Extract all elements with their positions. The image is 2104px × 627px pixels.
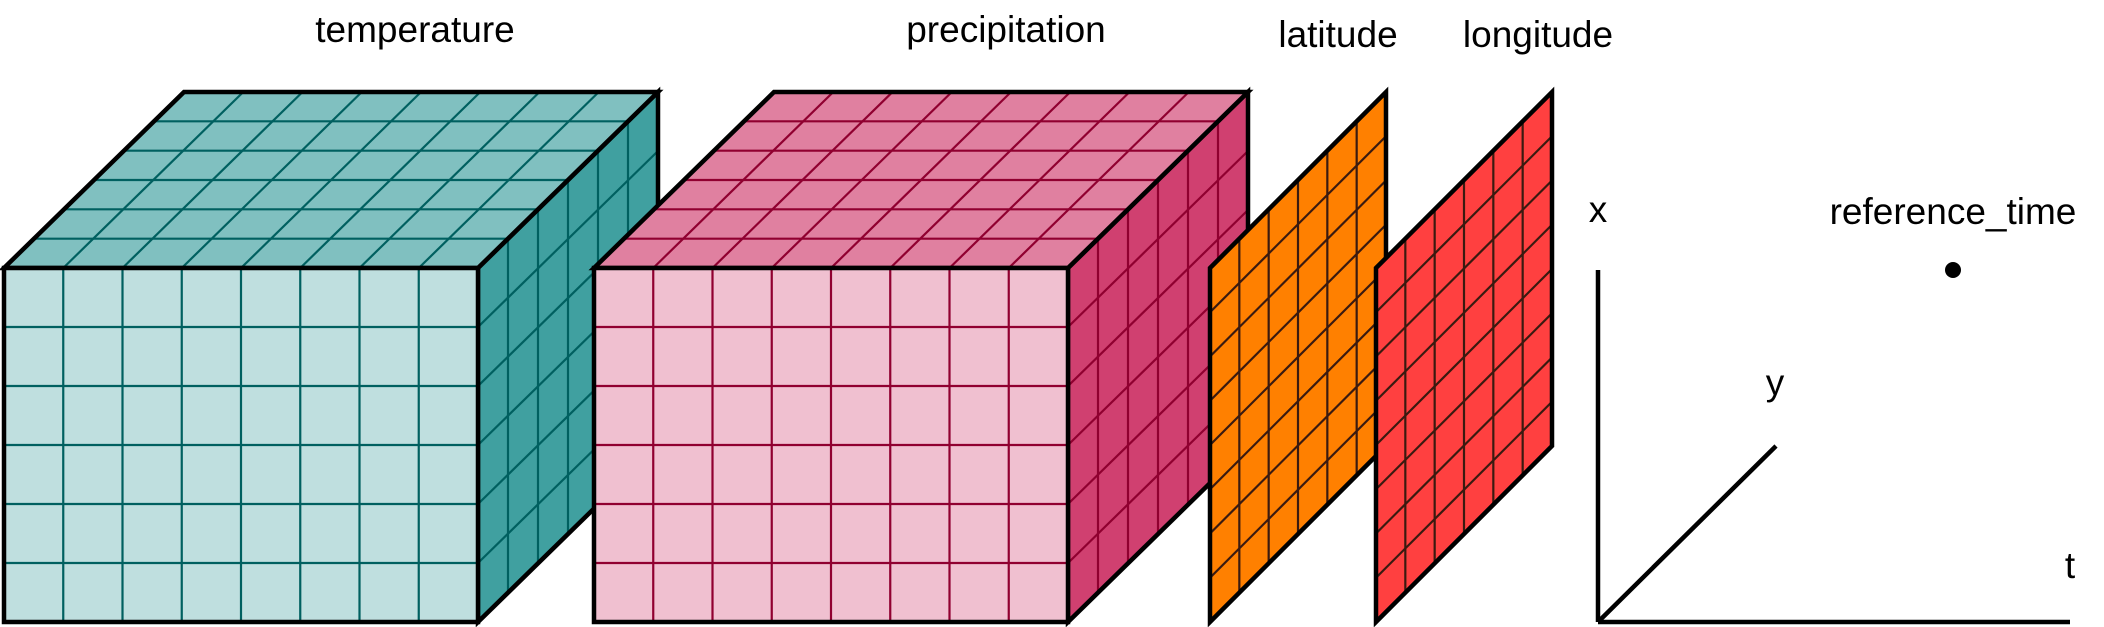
longitude-plane-grid-line <box>1375 356 1553 535</box>
longitude-plane <box>1373 86 1555 627</box>
y-axis-line <box>1596 444 1778 624</box>
latitude-plane-grid-line <box>1209 135 1387 314</box>
temperature-label: temperature <box>315 9 515 50</box>
precipitation-cube-side-face-grid-line <box>1067 150 1249 328</box>
longitude-plane-grid-line <box>1375 179 1553 358</box>
t-axis-label: t <box>2065 545 2076 586</box>
precipitation-cube-top-face <box>588 89 1254 271</box>
latitude-plane-grid-line <box>1209 400 1387 579</box>
diagram-shapes <box>0 86 1555 627</box>
y-axis-label: y <box>1766 362 1785 403</box>
longitude-plane-outline <box>1373 86 1555 627</box>
latitude-label: latitude <box>1278 14 1397 55</box>
temperature-cube-top-face <box>0 89 664 271</box>
longitude-plane-grid-line <box>1375 268 1553 446</box>
latitude-plane-grid-line <box>1209 356 1387 535</box>
latitude-plane-grid-line <box>1209 268 1387 446</box>
longitude-plane-grid-line <box>1375 312 1553 491</box>
temperature-cube-front-face <box>1 265 481 625</box>
longitude-plane-grid-line <box>1375 400 1553 579</box>
temperature-cube-side-face-grid-line <box>477 150 659 328</box>
axes: x y t <box>1589 189 2076 625</box>
longitude-plane-grid-line <box>1375 223 1553 402</box>
reference-time-label: reference_time <box>1830 191 2077 232</box>
reference-time-point <box>1945 262 1961 278</box>
precipitation-cube-front-face <box>591 265 1071 625</box>
precipitation-cube-front-face-outline <box>591 265 1071 625</box>
precipitation-cube-side-face-grid-line <box>1067 209 1249 387</box>
temperature-cube-front-face-outline <box>1 265 481 625</box>
longitude-label: longitude <box>1463 14 1613 55</box>
x-axis-label: x <box>1589 189 1608 230</box>
latitude-plane-grid-line <box>1209 179 1387 358</box>
latitude-plane-grid-line <box>1209 223 1387 402</box>
longitude-plane-grid-line <box>1375 135 1553 314</box>
latitude-plane-grid-line <box>1209 312 1387 491</box>
precipitation-label: precipitation <box>906 9 1106 50</box>
